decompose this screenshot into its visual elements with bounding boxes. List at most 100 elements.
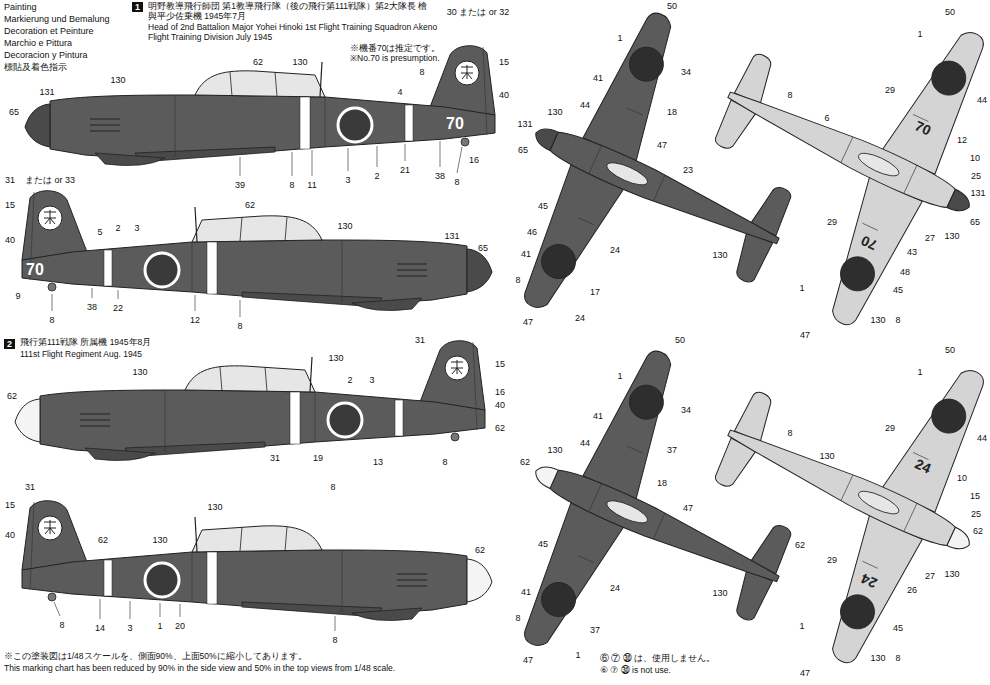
note: ⑥ ⑦ ㉚ is not use. xyxy=(600,666,671,676)
leader-line xyxy=(335,616,336,631)
callout-number: 34 xyxy=(681,67,691,77)
callout-number: 130 xyxy=(152,535,167,545)
side-view xyxy=(15,341,485,461)
callout-number: 8 xyxy=(419,67,424,77)
note: ※この塗装図は1/48スケールを、側面90%、上面50%に縮小してあります。 xyxy=(4,652,307,662)
callout-number: 62 xyxy=(495,423,505,433)
callout-number: 62 xyxy=(520,457,530,467)
callout-number: 24 xyxy=(610,583,620,593)
spinner xyxy=(532,124,558,150)
leader-line xyxy=(312,150,313,176)
aircraft-bottom xyxy=(662,0,990,343)
spinner xyxy=(947,527,974,554)
callout-number: 130 xyxy=(547,445,562,455)
callout-number: 8 xyxy=(895,315,900,325)
side-view xyxy=(25,46,495,166)
callout-number: 10 xyxy=(970,153,980,163)
callout-number: 62 xyxy=(475,545,485,555)
callout-number: 30 または or 32 xyxy=(447,7,510,17)
callout-number: 2 xyxy=(115,223,120,233)
callout-number: 130 xyxy=(712,250,727,260)
callout-number: 39 xyxy=(235,180,245,190)
spinner xyxy=(467,249,492,292)
note: 飛行第111戦隊 所属機 1945年8月 xyxy=(20,338,151,348)
callout-number: 8 xyxy=(289,180,294,190)
callout-number: 8 xyxy=(895,653,900,663)
leader-line xyxy=(440,141,441,167)
callout-number: 130 xyxy=(819,451,834,461)
callout-number: 45 xyxy=(893,623,903,633)
callout-number: 62 xyxy=(98,535,108,545)
callout-number: 8 xyxy=(330,482,335,492)
callout-number: 8 xyxy=(515,613,520,623)
leader-line xyxy=(240,157,241,176)
aircraft-number: 24 xyxy=(859,570,880,591)
callout-number: 5 xyxy=(97,227,102,237)
callout-number: 47 xyxy=(800,330,810,340)
callout-number: 1 xyxy=(575,650,580,660)
callout-number: 29 xyxy=(827,555,837,565)
note: This marking chart has been reduced by 9… xyxy=(4,664,395,674)
callout-number: 40 xyxy=(5,530,15,540)
scheme-number: 2 xyxy=(4,339,15,349)
leader-line xyxy=(195,295,196,311)
callout-number: 43 xyxy=(907,247,917,257)
callout-number: 131 xyxy=(517,119,532,129)
callout-number: 16 xyxy=(469,155,479,165)
callout-number: 26 xyxy=(907,585,917,595)
callout-number: 47 xyxy=(523,655,533,665)
leader-line xyxy=(100,599,101,619)
leader-line xyxy=(240,300,241,317)
spinner xyxy=(15,399,40,442)
callout-number: 34 xyxy=(681,405,691,415)
callout-number: 47 xyxy=(523,317,533,327)
callout-number: 1 xyxy=(157,621,162,631)
callout-number: 50 xyxy=(945,7,955,17)
callout-number: 3 xyxy=(134,223,139,233)
top-view xyxy=(471,0,843,387)
callout-number: 65 xyxy=(9,107,19,117)
leader-line xyxy=(54,602,60,616)
callout-number: 31 xyxy=(415,335,425,345)
callout-number: 12 xyxy=(957,135,967,145)
callout-number: 47 xyxy=(683,503,693,513)
callout-number: 40 xyxy=(495,400,505,410)
callout-number: 65 xyxy=(518,145,528,155)
callout-number: 45 xyxy=(893,285,903,295)
callout-number: 45 xyxy=(538,201,548,211)
leader-line xyxy=(130,601,131,619)
scheme-number: 1 xyxy=(132,2,143,12)
heading: Markierung und Bemalung xyxy=(4,14,110,24)
callout-number: 45 xyxy=(538,539,548,549)
note: 111st Flight Regiment Aug. 1945 xyxy=(20,350,142,360)
aircraft-number: 70 xyxy=(859,232,880,253)
callout-number: 15 xyxy=(5,500,15,510)
callout-number: 18 xyxy=(657,478,667,488)
callout-number: 8 xyxy=(787,428,792,438)
leader-lines xyxy=(52,141,462,631)
callout-number: 37 xyxy=(590,625,600,635)
callout-number: 130 xyxy=(292,57,307,67)
leader-line xyxy=(118,290,119,299)
leader-line xyxy=(160,603,161,617)
callout-number: 130 xyxy=(132,367,147,377)
callout-number: 41 xyxy=(521,249,531,259)
callout-number: 44 xyxy=(580,100,590,110)
leader-line xyxy=(405,144,406,161)
leader-line xyxy=(180,604,181,617)
callout-number: 62 xyxy=(973,526,983,536)
callout-number: 27 xyxy=(925,233,935,243)
spinner xyxy=(947,189,974,216)
callout-number: 131 xyxy=(970,188,985,198)
callout-number: 10 xyxy=(957,473,967,483)
callout-number: 41 xyxy=(593,411,603,421)
callout-number: 22 xyxy=(113,303,123,313)
heading: Painting xyxy=(4,2,37,12)
callout-number: 17 xyxy=(590,287,600,297)
callout-number: 21 xyxy=(400,165,410,175)
callout-number: 31 xyxy=(5,175,15,185)
heading: Head of 2nd Battalion Major Yohei Hinoki… xyxy=(148,22,438,42)
callout-number: 1 xyxy=(917,367,922,377)
callout-number: 50 xyxy=(675,335,685,345)
